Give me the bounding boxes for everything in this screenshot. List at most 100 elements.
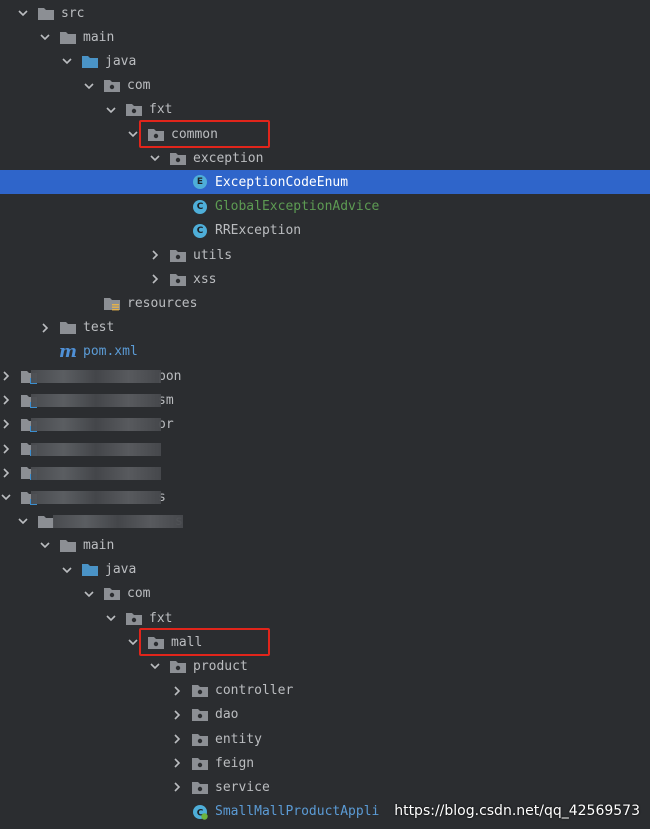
no-arrow xyxy=(171,225,183,237)
tree-row-folder-java[interactable]: java xyxy=(0,49,650,73)
chevron-right-icon[interactable] xyxy=(0,443,12,455)
package-icon xyxy=(191,755,209,771)
tree-row-folder-main-2[interactable]: main xyxy=(0,533,650,557)
chevron-down-icon[interactable] xyxy=(39,539,51,551)
tree-row-folder-main[interactable]: main xyxy=(0,25,650,49)
redaction-blur xyxy=(31,442,161,456)
no-arrow xyxy=(83,297,95,309)
no-arrow xyxy=(39,346,51,358)
chevron-down-icon[interactable] xyxy=(127,636,139,648)
redaction-blur xyxy=(53,515,183,529)
tree-item-label: controller xyxy=(215,683,294,699)
tree-row-folder-resources[interactable]: resources xyxy=(0,291,650,315)
highlight-box xyxy=(139,120,270,148)
enum-icon: E xyxy=(191,174,209,190)
tree-row-file-rrexception[interactable]: C RRException xyxy=(0,219,650,243)
tree-item-label: com xyxy=(127,78,151,94)
chevron-down-icon[interactable] xyxy=(105,104,117,116)
maven-icon: m xyxy=(59,341,77,362)
tree-row-package-service[interactable]: service xyxy=(0,775,650,799)
tree-row-package-fxt[interactable]: fxt xyxy=(0,98,650,122)
chevron-down-icon[interactable] xyxy=(39,31,51,43)
package-icon xyxy=(125,102,143,118)
tree-item-label: main xyxy=(83,29,115,45)
chevron-down-icon[interactable] xyxy=(149,152,161,164)
package-icon xyxy=(169,658,187,674)
chevron-right-icon[interactable] xyxy=(0,394,12,406)
tree-row-package-com-2[interactable]: com xyxy=(0,582,650,606)
chevron-right-icon[interactable] xyxy=(171,781,183,793)
tree-row-file-exceptioncodeenum[interactable]: E ExceptionCodeEnum xyxy=(0,170,650,195)
tree-item-label: GlobalExceptionAdvice xyxy=(215,199,380,215)
chevron-right-icon[interactable] xyxy=(0,467,12,479)
chevron-right-icon[interactable] xyxy=(171,757,183,769)
redaction-blur xyxy=(31,370,161,383)
tree-row-package-utils[interactable]: utils xyxy=(0,243,650,267)
tree-item-label: main xyxy=(83,537,115,553)
chevron-right-icon[interactable] xyxy=(171,733,183,745)
chevron-down-icon[interactable] xyxy=(127,128,139,140)
package-icon xyxy=(191,707,209,723)
chevron-down-icon[interactable] xyxy=(61,55,73,67)
tree-row-package-xss[interactable]: xss xyxy=(0,267,650,291)
tree-row-folder-test[interactable]: test xyxy=(0,316,650,340)
tree-row-package-dao[interactable]: dao xyxy=(0,703,650,727)
tree-row-package-entity[interactable]: entity xyxy=(0,727,650,751)
package-icon xyxy=(191,683,209,699)
highlight-box xyxy=(139,628,270,657)
chevron-down-icon[interactable] xyxy=(83,80,95,92)
tree-row-package-product[interactable]: product xyxy=(0,654,650,678)
chevron-down-icon[interactable] xyxy=(105,612,117,624)
chevron-right-icon[interactable] xyxy=(171,709,183,721)
chevron-right-icon[interactable] xyxy=(39,322,51,334)
chevron-down-icon[interactable] xyxy=(17,515,29,527)
tree-item-label: service xyxy=(215,779,270,795)
chevron-down-icon[interactable] xyxy=(149,660,161,672)
redaction-blur xyxy=(31,394,161,408)
chevron-down-icon[interactable] xyxy=(61,564,73,576)
package-icon xyxy=(169,247,187,263)
chevron-down-icon[interactable] xyxy=(0,491,12,503)
tree-row-folder-src[interactable]: src xyxy=(0,1,650,25)
tree-row-file-globalexceptionadvice[interactable]: C GlobalExceptionAdvice xyxy=(0,195,650,219)
tree-row-folder-java-2[interactable]: java xyxy=(0,558,650,582)
package-icon xyxy=(169,150,187,166)
no-arrow xyxy=(171,176,183,188)
folder-icon xyxy=(59,29,77,45)
chevron-right-icon[interactable] xyxy=(0,370,12,382)
chevron-right-icon[interactable] xyxy=(149,249,161,261)
package-icon xyxy=(103,586,121,602)
tree-item-label: pon xyxy=(158,368,182,384)
resources-folder-icon xyxy=(103,295,121,311)
tree-row-package-controller[interactable]: controller xyxy=(0,679,650,703)
chevron-right-icon[interactable] xyxy=(0,418,12,430)
chevron-right-icon[interactable] xyxy=(149,273,161,285)
source-folder-icon xyxy=(81,562,99,578)
tree-item-label: fxt xyxy=(149,102,173,118)
package-icon xyxy=(147,126,165,142)
class-icon: C xyxy=(191,199,209,215)
tree-item-label: product xyxy=(193,658,248,674)
package-icon xyxy=(191,779,209,795)
tree-row-package-com[interactable]: com xyxy=(0,74,650,98)
tree-row-package-feign[interactable]: feign xyxy=(0,751,650,775)
tree-row-package-mall[interactable]: mall xyxy=(0,630,650,654)
source-folder-icon xyxy=(81,53,99,69)
tree-item-label: RRException xyxy=(215,223,302,239)
chevron-down-icon[interactable] xyxy=(83,588,95,600)
redaction-blur xyxy=(31,418,161,432)
chevron-right-icon[interactable] xyxy=(171,685,183,697)
tree-row-package-common[interactable]: common xyxy=(0,122,650,146)
package-icon xyxy=(125,610,143,626)
tree-item-label: com xyxy=(127,586,151,602)
tree-item-label: ExceptionCodeEnum xyxy=(215,174,349,190)
chevron-down-icon[interactable] xyxy=(17,7,29,19)
class-icon: C xyxy=(191,223,209,239)
folder-icon xyxy=(59,320,77,336)
folder-icon xyxy=(37,5,55,21)
tree-row-package-exception[interactable]: exception xyxy=(0,146,650,170)
tree-row-package-fxt-2[interactable]: fxt xyxy=(0,606,650,630)
tree-item-label: common xyxy=(171,126,218,142)
